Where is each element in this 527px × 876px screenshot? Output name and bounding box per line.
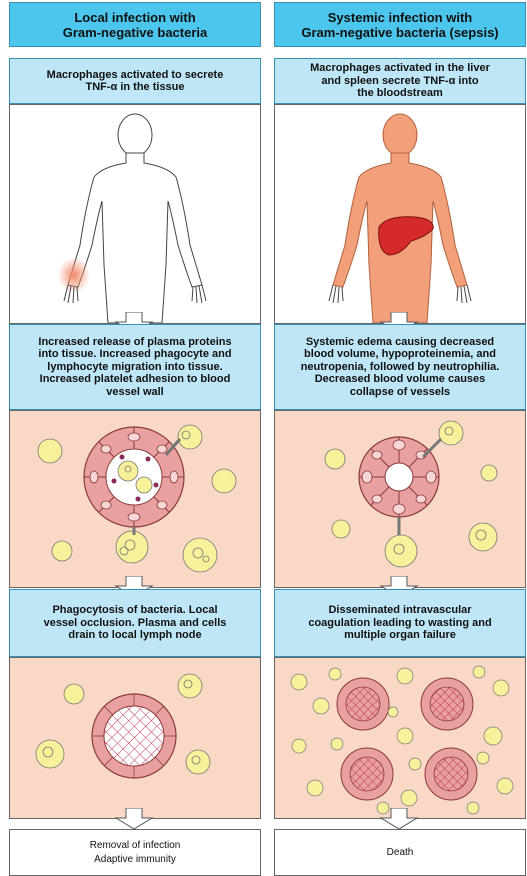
clotted-vessel-icon bbox=[341, 748, 393, 800]
down-arrow-icon bbox=[379, 808, 419, 830]
systemic-outcome: Death bbox=[274, 829, 526, 876]
clotted-vessel-icon bbox=[425, 748, 477, 800]
clotted-vessel-icon bbox=[337, 678, 389, 730]
local-step3-text: Phagocytosis of bacteria. Local vessel o… bbox=[9, 589, 261, 657]
collapsed-vessel-icon bbox=[359, 437, 439, 517]
local-infection-header: Local infection with Gram-negative bacte… bbox=[9, 2, 261, 47]
occluded-vessel-icon bbox=[92, 694, 176, 778]
clotted-vessel-icon bbox=[421, 678, 473, 730]
local-step1-text: Macrophages activated to secrete TNF-α i… bbox=[9, 58, 261, 104]
systemic-tissue-vessel-panel bbox=[274, 410, 526, 588]
systemic-step2-text: Systemic edema causing decreased blood v… bbox=[274, 324, 526, 410]
local-occluded-vessel-panel bbox=[9, 657, 261, 819]
down-arrow-icon bbox=[114, 808, 154, 830]
local-tissue-vessel-panel bbox=[9, 410, 261, 588]
systemic-dic-panel bbox=[274, 657, 526, 819]
systemic-step3-text: Disseminated intravascular coagulation l… bbox=[274, 589, 526, 657]
systemic-step1-text: Macrophages activated in the liver and s… bbox=[274, 58, 526, 104]
systemic-infection-header: Systemic infection with Gram-negative ba… bbox=[274, 2, 526, 47]
local-outcome: Removal of infection Adaptive immunity bbox=[9, 829, 261, 876]
systemic-body-figure bbox=[274, 104, 526, 324]
phagocyte-cells bbox=[291, 666, 513, 814]
local-step2-text: Increased release of plasma proteins int… bbox=[9, 324, 261, 410]
local-body-figure bbox=[9, 104, 261, 324]
